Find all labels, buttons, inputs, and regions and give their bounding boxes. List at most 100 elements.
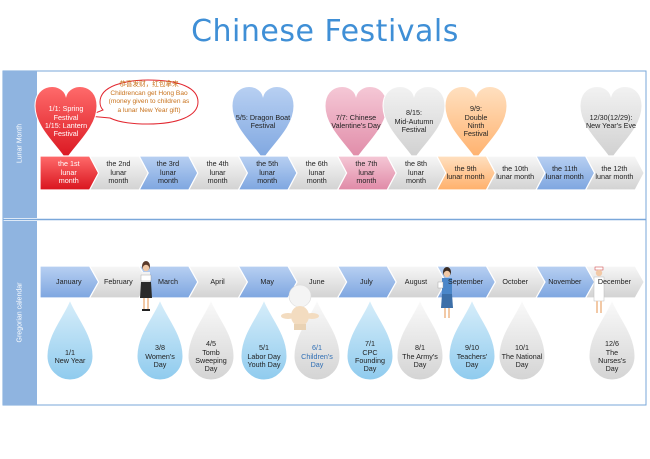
lunar-sidebar — [3, 71, 37, 218]
festival-heart-label-1-line: 1/15: Lantern — [44, 121, 88, 130]
festival-heart-label-5-line: 9/9: — [470, 104, 482, 114]
festival-heart-label-3-line: Valentine's Day — [331, 121, 381, 130]
lunar-month-label-9-line: lunar month — [446, 172, 485, 181]
festival-heart-label-3-line: 7/7: Chinese — [335, 112, 377, 122]
lunar-month-label-7-line: month — [356, 176, 377, 186]
holiday-drop-label-2-line: 3/8 — [155, 343, 165, 353]
lunar-month-label-1-line: the 1st — [58, 159, 80, 169]
holiday-drop-label-3-line: Sweeping — [195, 356, 227, 365]
holiday-drop-label-10-line: 12/6 — [605, 339, 619, 349]
lunar-month-label-8-line: the 8th — [404, 159, 427, 169]
holiday-drop-label-6-line: CPC — [362, 347, 378, 357]
callout-line-3: (money given to children as — [108, 98, 190, 106]
nurse-figure — [593, 266, 605, 313]
holiday-drop-8 — [448, 298, 496, 381]
holiday-drop-3 — [187, 298, 235, 381]
lunar-month-label-3-line: lunar — [159, 167, 176, 177]
holiday-drop-1 — [46, 298, 94, 381]
festival-heart-label-4-line: Mid-Autumn — [394, 116, 434, 126]
holiday-drop-6 — [346, 298, 394, 381]
lunar-month-label-7-line: the 7th — [355, 159, 378, 169]
page-title: Chinese Festivals — [191, 14, 459, 49]
lunar-month-label-2-line: the 2nd — [106, 159, 131, 169]
gregorian-month-label-5: May — [260, 276, 274, 286]
holiday-drop-label-8-line: 9/10 — [465, 343, 479, 353]
lunar-month-label-10-line: the 10th — [502, 163, 529, 173]
holiday-drop-label-3-line: Day — [204, 364, 218, 374]
holiday-drop-label-6-line: Day — [363, 364, 377, 374]
holiday-drop-label-4-line: 5/1 — [259, 343, 269, 353]
lunar-month-label-6-line: the 6th — [305, 159, 328, 169]
holiday-drop-label-5-line: Day — [310, 360, 324, 370]
lunar-month-label-12-line: lunar month — [595, 172, 634, 181]
lunar-month-label-7-line: lunar — [358, 167, 375, 177]
festival-heart-label-2-line: 5/5: Dragon Boat — [235, 112, 291, 122]
gregorian-month-label-3: March — [157, 276, 178, 286]
lunar-month-label-4-line: the 4th — [206, 159, 229, 169]
lunar-month-label-4-line: lunar — [209, 167, 226, 177]
callout-line-4: a lunar New Year gift) — [117, 106, 181, 114]
lunar-month-label-8-line: lunar — [407, 167, 424, 177]
callout-text: 恭喜发财，红包拿来 Childrencan get Hong Bao (mone… — [101, 81, 197, 115]
holiday-drop-4 — [240, 298, 288, 381]
lunar-month-label-4-line: month — [207, 176, 228, 186]
festival-heart-label-4-line: 8/15: — [406, 108, 422, 118]
festival-heart-label-1-line: 1/1: Spring — [48, 104, 84, 114]
holiday-drop-label-1-line: 1/1 — [65, 347, 75, 357]
holiday-drop-10 — [588, 298, 636, 381]
holiday-drop-label-9-line: Day — [515, 360, 529, 370]
holiday-drop-label-9-line: The National — [501, 351, 543, 361]
gregorian-month-label-8: August — [404, 276, 428, 286]
lunar-month-label-6-line: month — [306, 176, 327, 186]
holiday-drop-label-8-line: Teachers' — [456, 351, 488, 361]
lunar-section-label: Lunar Month — [16, 123, 24, 164]
gregorian-month-label-4: April — [210, 276, 225, 286]
festival-heart-label-5-line: Double — [464, 112, 488, 122]
gregorian-month-label-12: December — [597, 276, 631, 286]
lunar-month-label-5-line: lunar — [259, 167, 276, 177]
lunar-month-label-10-line: lunar month — [496, 172, 535, 181]
lunar-month-label-11-line: lunar month — [545, 172, 584, 181]
teacher-figure — [437, 267, 453, 318]
lunar-month-label-11-line: the 11th — [552, 163, 578, 173]
festival-heart-label-1-line: Festival — [53, 112, 79, 122]
callout-bubble — [87, 79, 199, 125]
woman-figure-1 — [140, 261, 152, 311]
gregorian-section-label: Gregorian calendar — [16, 282, 24, 343]
lunar-month-label-9-line: the 9th — [454, 163, 477, 173]
holiday-drop-label-10-line: Day — [605, 364, 619, 374]
holiday-drop-label-10-line: The — [605, 347, 619, 357]
lunar-month-label-2-line: month — [108, 176, 129, 186]
holiday-drop-label-4-line: Labor Day — [247, 351, 281, 361]
festival-heart-label-6-line: 12/30(12/29): — [589, 112, 633, 122]
lunar-month-arrow-12 — [584, 155, 645, 191]
festival-heart-label-2-line: Festival — [250, 121, 276, 130]
holiday-drop-9 — [498, 298, 546, 381]
lunar-month-label-5-line: month — [257, 176, 278, 186]
holiday-drop-5 — [293, 298, 341, 381]
festival-heart-label-4-line: Festival — [401, 125, 427, 135]
holiday-drop-7 — [396, 298, 444, 381]
festival-heart-label-1-line: Festival — [53, 129, 79, 139]
festival-heart-label-5-line: Ninth — [467, 121, 485, 130]
lunar-month-label-2-line: lunar — [110, 167, 127, 177]
lunar-month-label-1-line: month — [58, 176, 79, 186]
callout-line-2: Childrencan get Hong Bao — [110, 89, 188, 97]
